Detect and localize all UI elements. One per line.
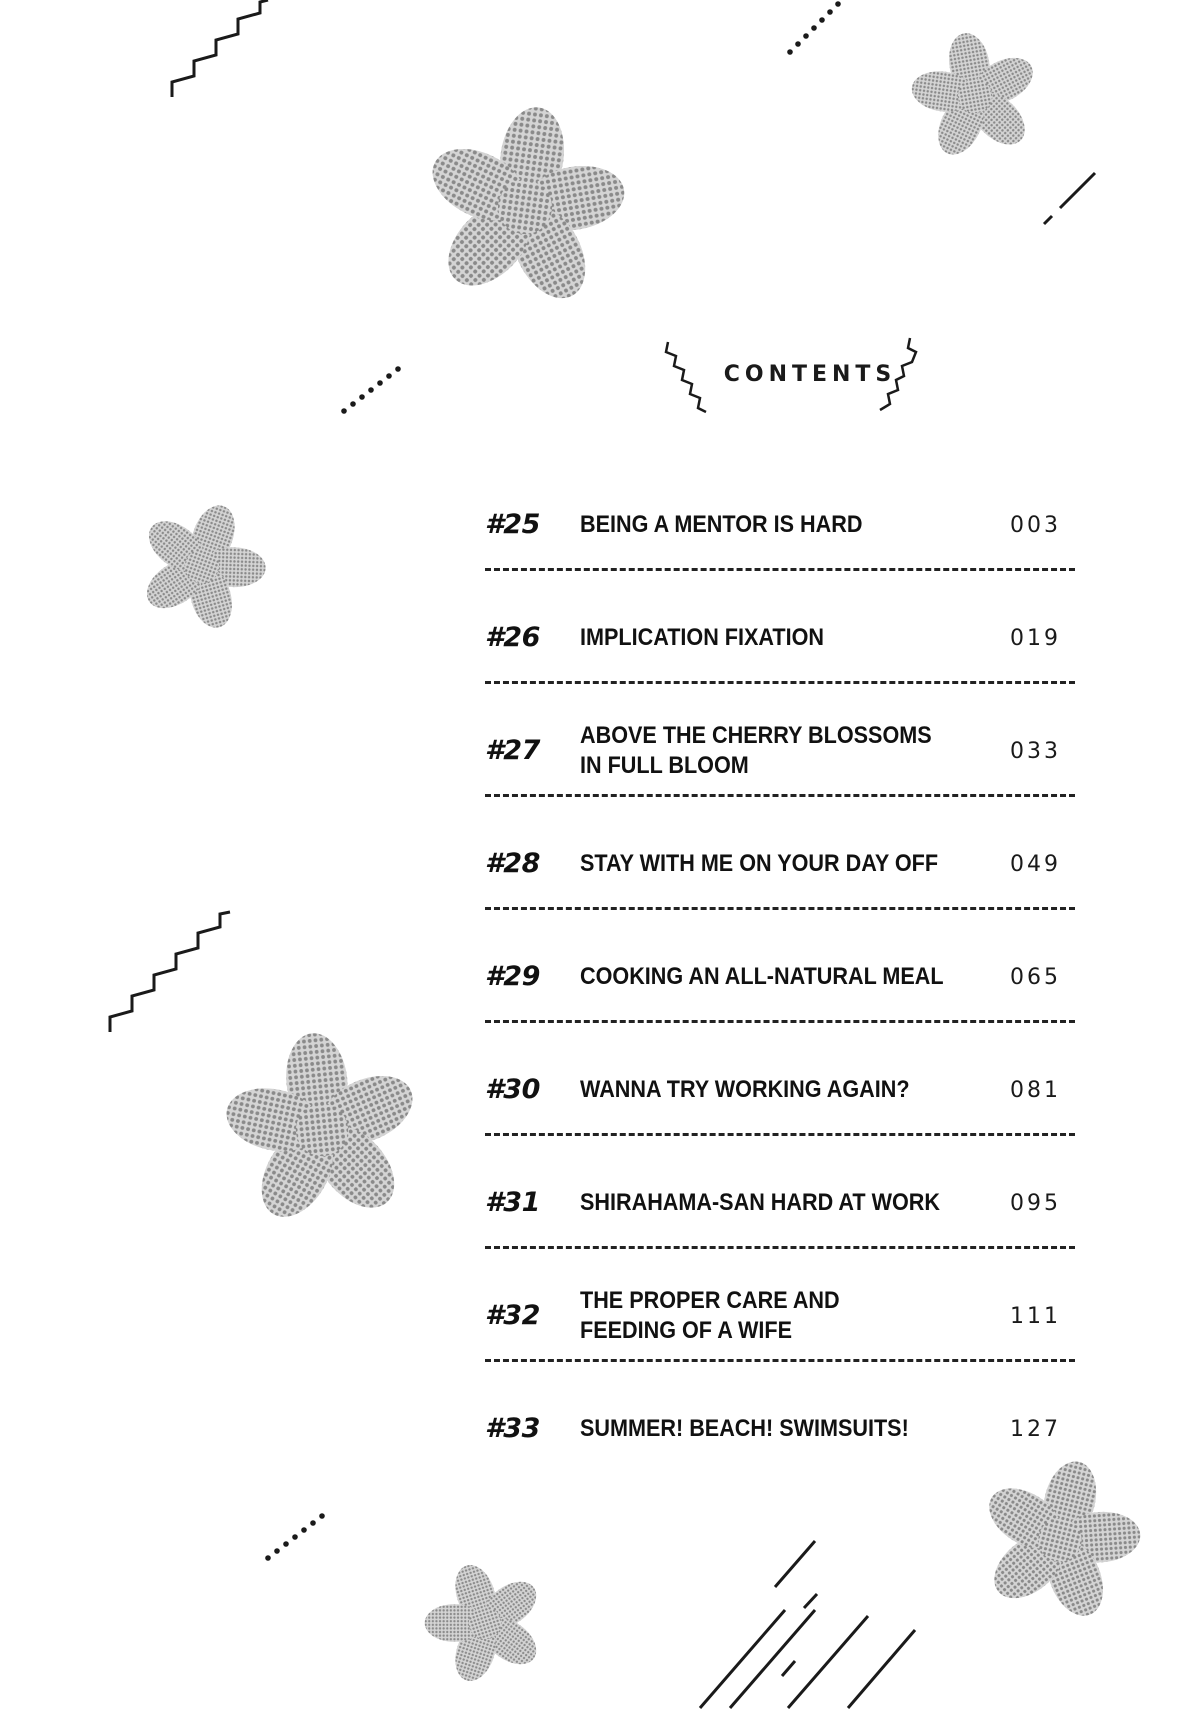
table-of-contents: #25 BEING A MENTOR IS HARD 003 #26 IMPLICATI… bbox=[485, 480, 1075, 1444]
dashed-divider bbox=[485, 1020, 1075, 1023]
flower-icon bbox=[406, 92, 644, 321]
chapter-number: #29 bbox=[485, 961, 540, 992]
chapter-number: #30 bbox=[485, 1074, 540, 1105]
flower-icon bbox=[117, 483, 287, 649]
page-number: 065 bbox=[1010, 965, 1061, 990]
chapter-title: SHIRAHAMA-SAN HARD AT WORK bbox=[580, 1158, 940, 1248]
flower-icon bbox=[406, 1546, 564, 1700]
page-number: 019 bbox=[1010, 626, 1061, 651]
page-number: 081 bbox=[1010, 1078, 1061, 1103]
page-number: 127 bbox=[1010, 1417, 1061, 1442]
dashed-divider bbox=[485, 1359, 1075, 1362]
chapter-number: #27 bbox=[485, 735, 540, 766]
chapter-number: #26 bbox=[485, 622, 540, 653]
chapter-title-line: BEING A MENTOR IS HARD bbox=[580, 511, 863, 538]
dotted-line bbox=[341, 366, 401, 414]
dashed-divider bbox=[485, 794, 1075, 797]
toc-entry[interactable]: #29 COOKING AN ALL-NATURAL MEAL 065 bbox=[485, 932, 1075, 1022]
chapter-title-line: THE PROPER CARE AND bbox=[580, 1287, 840, 1314]
chapter-number: #31 bbox=[485, 1187, 540, 1218]
zigzag-line bbox=[879, 337, 918, 412]
dashed-divider bbox=[485, 907, 1075, 910]
chapter-title: SUMMER! BEACH! SWIMSUITS! bbox=[580, 1384, 940, 1474]
chapter-title-line: FEEDING OF A WIFE bbox=[580, 1317, 792, 1344]
toc-entry[interactable]: #25 BEING A MENTOR IS HARD 003 bbox=[485, 480, 1075, 570]
slash-line bbox=[1042, 171, 1097, 226]
page-number: 003 bbox=[1010, 513, 1061, 538]
chapter-title-line: IMPLICATION FIXATION bbox=[580, 624, 824, 651]
chapter-title-line: ABOVE THE CHERRY BLOSSOMS bbox=[580, 722, 932, 749]
chapter-title: WANNA TRY WORKING AGAIN? bbox=[580, 1045, 940, 1135]
chapter-title-line: IN FULL BLOOM bbox=[580, 752, 749, 779]
page-number: 033 bbox=[1010, 739, 1061, 764]
page-number: 111 bbox=[1010, 1304, 1061, 1329]
chapter-title-line: STAY WITH ME ON YOUR DAY OFF bbox=[580, 850, 939, 877]
chapter-title: STAY WITH ME ON YOUR DAY OFF bbox=[580, 819, 940, 909]
chapter-title: IMPLICATION FIXATION bbox=[580, 593, 940, 683]
chapter-number: #32 bbox=[485, 1300, 540, 1331]
toc-entry[interactable]: #26 IMPLICATION FIXATION 019 bbox=[485, 593, 1075, 683]
zigzag-line bbox=[170, 0, 269, 97]
toc-entry[interactable]: #27 ABOVE THE CHERRY BLOSSOMS IN FULL BLOO… bbox=[485, 706, 1075, 796]
chapter-title: THE PROPER CARE AND FEEDING OF A WIFE bbox=[580, 1271, 940, 1361]
contents-title: CONTENTS bbox=[723, 362, 897, 387]
page-number: 049 bbox=[1010, 852, 1061, 877]
flower-icon bbox=[210, 1022, 434, 1237]
toc-entry[interactable]: #28 STAY WITH ME ON YOUR DAY OFF 049 bbox=[485, 819, 1075, 909]
dashed-divider bbox=[485, 1246, 1075, 1249]
slash-line bbox=[698, 1540, 917, 1709]
dotted-line bbox=[265, 1513, 325, 1561]
chapter-title-line: COOKING AN ALL-NATURAL MEAL bbox=[580, 963, 944, 990]
dashed-divider bbox=[485, 1133, 1075, 1136]
chapter-title-line: WANNA TRY WORKING AGAIN? bbox=[580, 1076, 910, 1103]
zigzag-line bbox=[108, 910, 231, 1032]
chapter-number: #33 bbox=[485, 1413, 540, 1444]
contents-header: CONTENTS bbox=[660, 340, 960, 420]
chapter-title: BEING A MENTOR IS HARD bbox=[580, 480, 940, 570]
toc-entry[interactable]: #30 WANNA TRY WORKING AGAIN? 081 bbox=[485, 1045, 1075, 1135]
toc-entry[interactable]: #33 SUMMER! BEACH! SWIMSUITS! 127 bbox=[485, 1384, 1075, 1474]
toc-entry[interactable]: #31 SHIRAHAMA-SAN HARD AT WORK 095 bbox=[485, 1158, 1075, 1248]
chapter-title: ABOVE THE CHERRY BLOSSOMS IN FULL BLOOM bbox=[580, 706, 940, 796]
dotted-line bbox=[787, 1, 841, 55]
zigzag-line bbox=[664, 341, 707, 414]
chapter-title: COOKING AN ALL-NATURAL MEAL bbox=[580, 932, 944, 1022]
flower-icon bbox=[898, 21, 1052, 170]
chapter-title-line: SHIRAHAMA-SAN HARD AT WORK bbox=[580, 1189, 940, 1216]
page-number: 095 bbox=[1010, 1191, 1061, 1216]
toc-entry[interactable]: #32 THE PROPER CARE AND FEEDING OF A WIFE 1… bbox=[485, 1271, 1075, 1361]
chapter-title-line: SUMMER! BEACH! SWIMSUITS! bbox=[580, 1415, 909, 1442]
chapter-number: #28 bbox=[485, 848, 540, 879]
dashed-divider bbox=[485, 568, 1075, 571]
chapter-number: #25 bbox=[485, 509, 540, 540]
dashed-divider bbox=[485, 681, 1075, 684]
